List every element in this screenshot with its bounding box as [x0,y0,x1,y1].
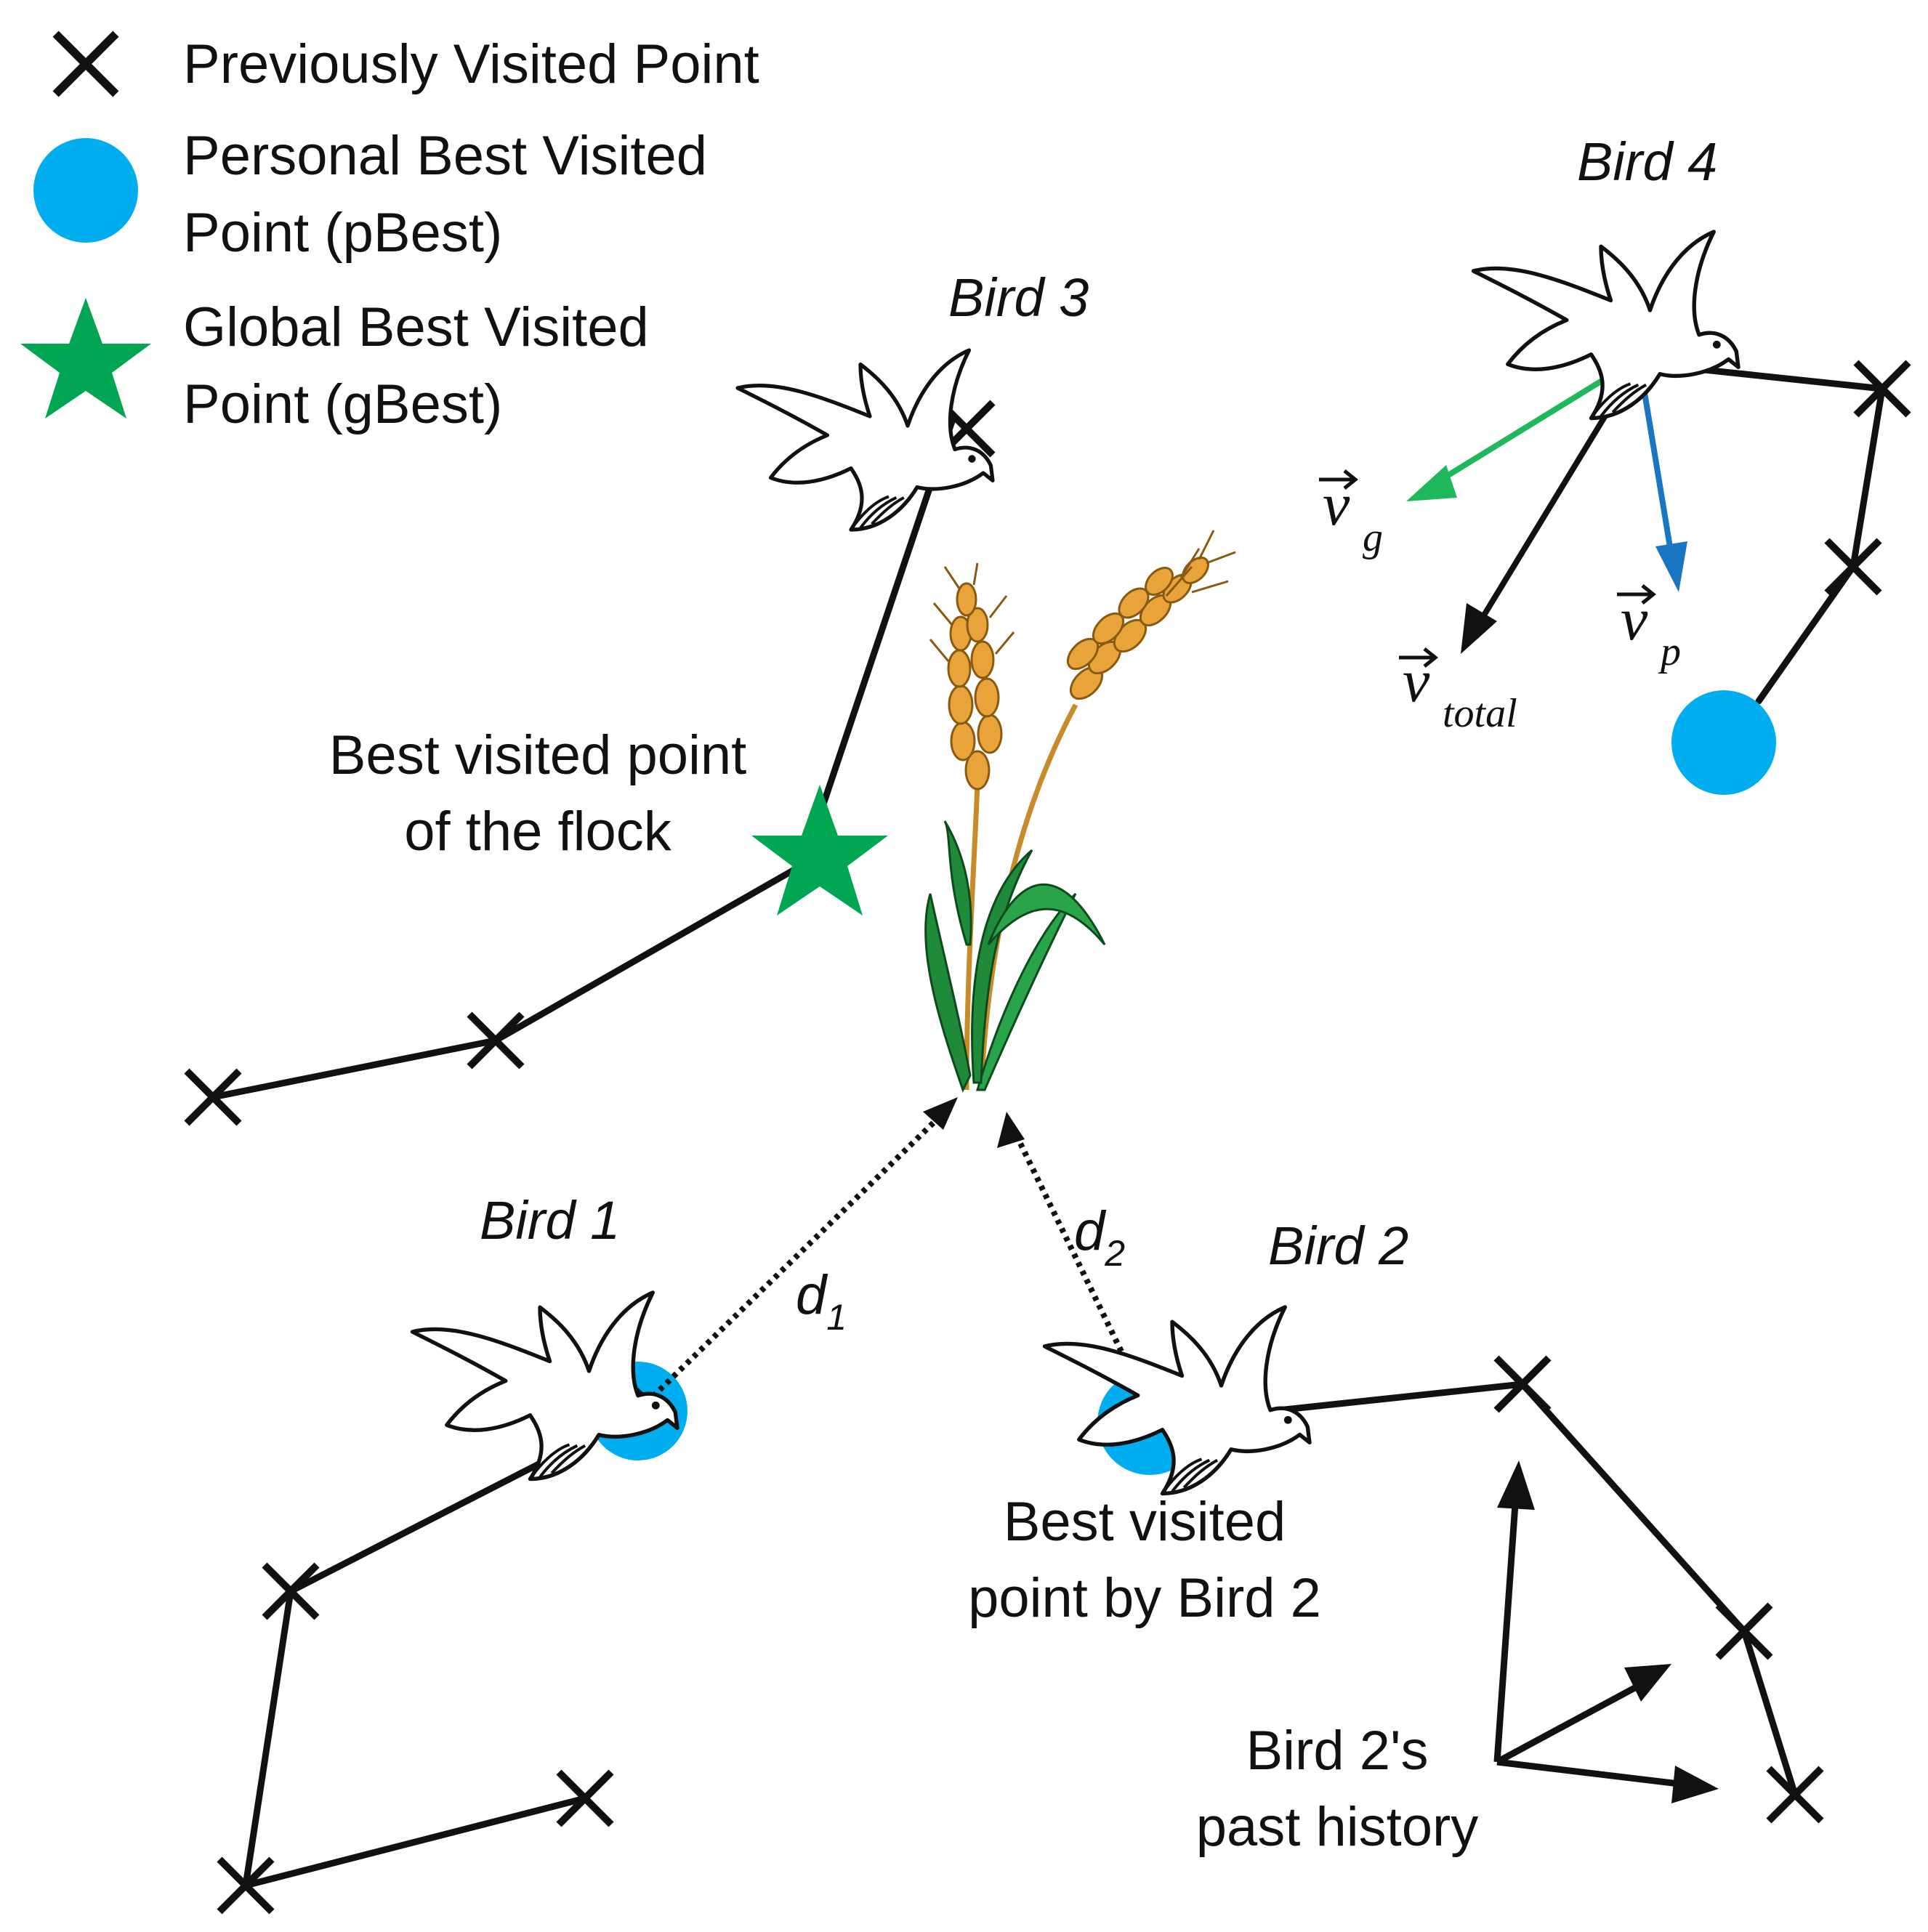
vp-vector-line [1638,370,1674,557]
legend-pbest-label-line2: Point (pBest) [183,202,502,264]
bird3-visited-point [469,1014,522,1067]
vp-arrow-accent-icon [1617,584,1657,605]
legend-pbest-circle-icon [33,138,138,243]
bird4-label: Bird 4 [1577,132,1717,192]
bird4-trajectory [1639,363,1908,795]
legend-pbest-label-line1: Personal Best Visited [183,125,707,187]
legend-gbest-label-line1: Global Best Visited [183,296,649,358]
svg-text:g: g [1363,515,1383,560]
bird2-best-label-line1: Best visited [1004,1491,1286,1553]
svg-text:v: v [1621,586,1648,653]
svg-text:total: total [1443,691,1517,736]
bird3-trajectory [187,403,993,1123]
d2-distance-line [1011,1128,1137,1378]
bird1-label: Bird 1 [480,1190,620,1250]
bird2-label: Bird 2 [1268,1216,1408,1276]
d1-arrowhead-top [923,1097,958,1130]
flock-best-label-line2: of the flock [404,801,672,862]
bird2-visited-point [1718,1605,1770,1657]
vp-arrowhead [1655,541,1687,592]
legend: Previously Visited Point Personal Best V… [20,33,759,435]
bird4-pbest-circle [1671,690,1776,795]
history-label-line2: past history [1196,1796,1479,1858]
wheat-food-icon [924,530,1236,1093]
legend-x-marker-icon [56,34,116,94]
bird3-visited-point [187,1071,239,1123]
d2-arrowhead-top [997,1112,1025,1148]
vtotal-label: v total [1399,647,1517,736]
vg-vector-line [1433,364,1626,486]
bird2-history-arrows [1493,1460,1719,1803]
vtotal-arrowhead [1461,603,1497,654]
vg-arrow-accent-icon [1319,469,1359,490]
bird2-dove-icon [1045,1307,1310,1494]
bird1-trajectory [219,1362,687,1912]
legend-gbest-star-icon [20,298,151,419]
vtotal-arrow-accent-icon [1399,647,1439,668]
vg-arrowhead [1406,465,1457,501]
d2-label: d2 [1074,1200,1125,1274]
flock-best-label-line1: Best visited point [329,724,747,786]
d1-distance-line [637,1110,947,1412]
d1-label: d1 [796,1264,847,1338]
gbest-star-icon [751,785,888,916]
bird3-label: Bird 3 [948,267,1089,328]
svg-text:p: p [1658,629,1681,674]
bird1-visited-point [559,1772,611,1824]
bird4-dove-icon [1474,232,1739,419]
vp-label: v p [1617,584,1681,674]
bird2-best-label-line2: point by Bird 2 [968,1567,1321,1629]
history-label-line1: Bird 2's [1246,1720,1428,1782]
bird2-visited-point [1769,1769,1821,1821]
vg-label: v g [1319,469,1383,560]
legend-gbest-label-line2: Point (gBest) [183,373,502,435]
legend-previous-label: Previously Visited Point [183,33,759,95]
svg-text:v: v [1323,471,1350,538]
